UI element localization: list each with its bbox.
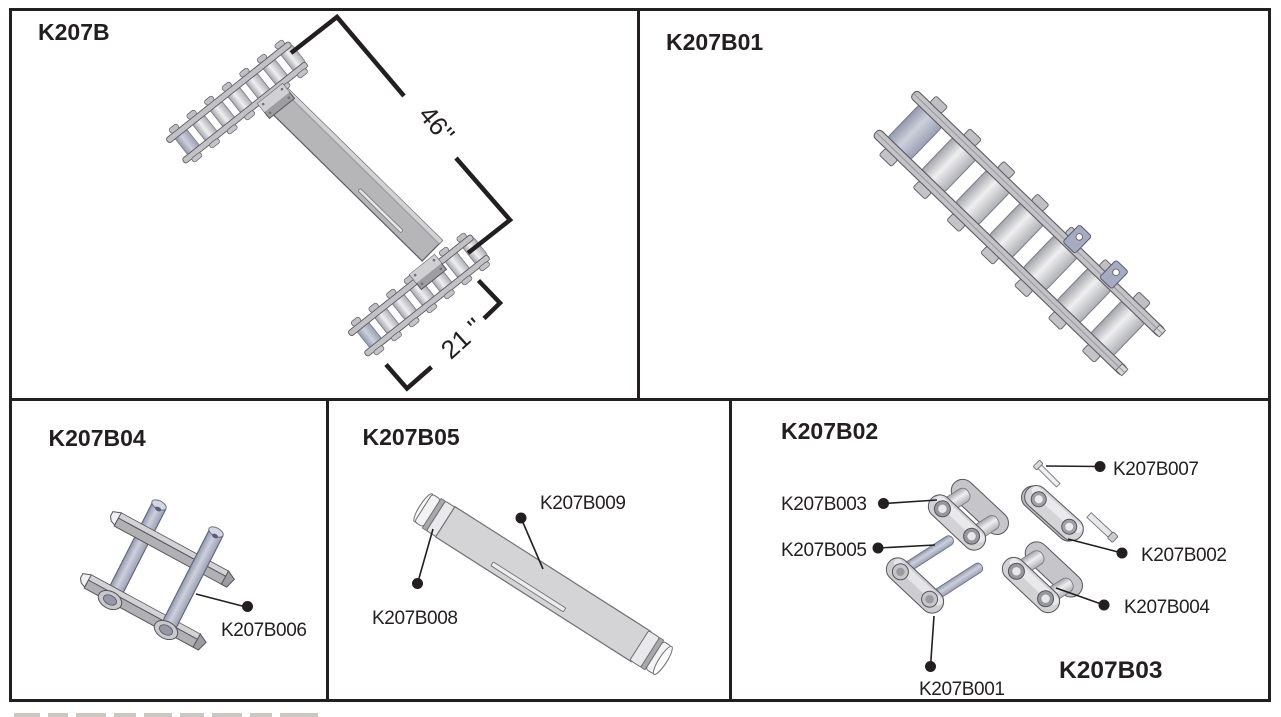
svg-text:K207B01: K207B01	[666, 29, 763, 55]
svg-text:K207B05: K207B05	[363, 424, 460, 450]
svg-text:K207B001: K207B001	[919, 679, 1005, 700]
svg-text:K207B006: K207B006	[221, 620, 307, 641]
svg-text:K207B009: K207B009	[540, 493, 626, 514]
svg-text:K207B04: K207B04	[49, 425, 146, 451]
svg-text:K207B007: K207B007	[1113, 459, 1199, 480]
svg-text:K207B005: K207B005	[781, 540, 867, 561]
svg-text:K207B03: K207B03	[1059, 657, 1163, 684]
svg-text:K207B02: K207B02	[781, 418, 878, 444]
svg-text:K207B008: K207B008	[372, 608, 458, 629]
svg-text:K207B: K207B	[38, 19, 110, 45]
svg-text:K207B003: K207B003	[781, 494, 867, 515]
svg-text:K207B002: K207B002	[1141, 545, 1227, 566]
svg-text:K207B004: K207B004	[1124, 597, 1210, 618]
